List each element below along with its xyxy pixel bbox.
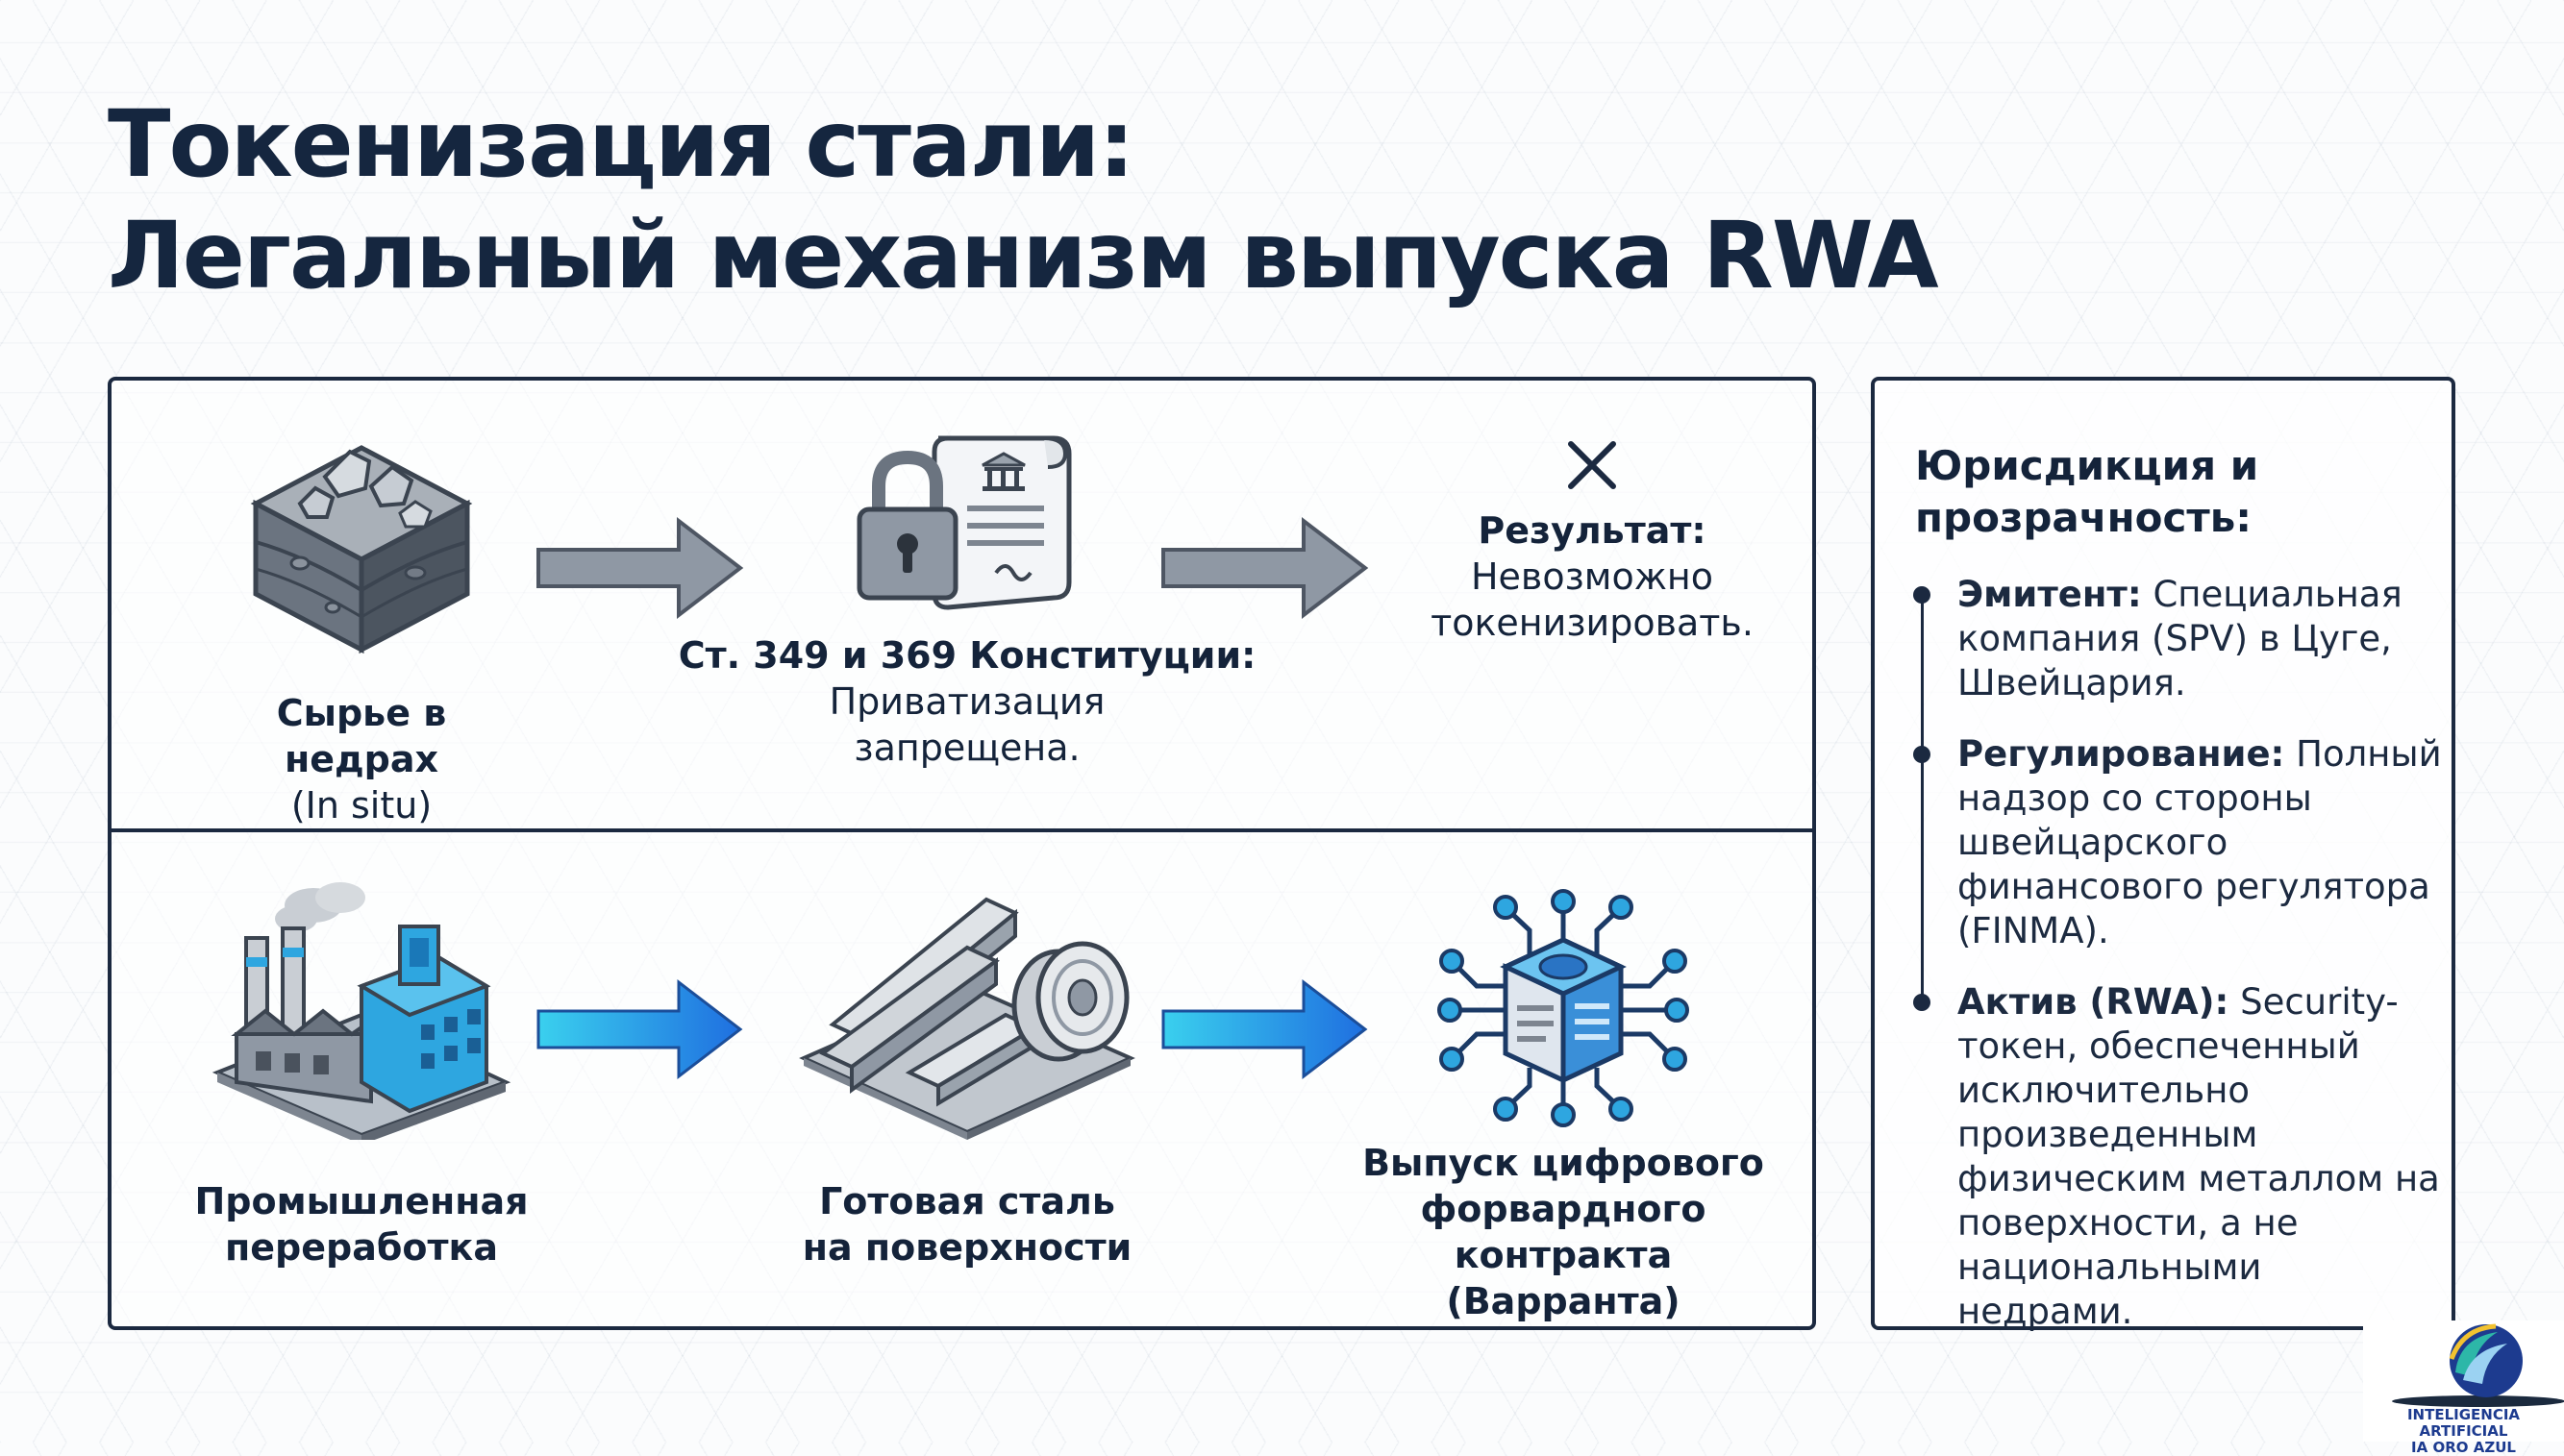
bullet-dot	[1913, 994, 1930, 1011]
regulation-label: Регулирование:	[1957, 733, 2285, 775]
node-warrant-line-1: Выпуск цифрового	[1362, 1142, 1764, 1184]
raw-ore-ground-icon	[250, 445, 473, 654]
node-constitution-title: Ст. 349 и 369 Конституции:	[678, 634, 1257, 677]
node-warrant-line-3: (Варранта)	[1446, 1280, 1680, 1322]
node-result-title: Результат:	[1478, 509, 1706, 552]
node-constitution-line-1: Приватизация	[829, 680, 1106, 723]
node-industrial-line-2: переработка	[225, 1226, 498, 1269]
list-item-asset: Актив (RWA): Security-токен, обеспеченны…	[1913, 980, 2447, 1334]
asset-label: Актив (RWA):	[1957, 981, 2229, 1023]
list-item-regulation: Регулирование: Полный надзор со стороны …	[1913, 732, 2447, 953]
node-result: Результат: Невозможно токенизировать.	[1352, 436, 1832, 646]
node-result-line-2: токенизировать.	[1431, 602, 1754, 644]
issuer-text: Специальная компания (SPV) в Цуге, Швейц…	[1957, 574, 2402, 703]
steel-products-icon	[799, 897, 1135, 1140]
arrow-bottom-2	[1161, 978, 1368, 1080]
node-raw-ore: Сырье в недрах (In situ)	[198, 429, 525, 828]
arrow-bottom-1	[536, 978, 743, 1080]
regulation-text: Полный надзор со стороны швейцарского фи…	[1957, 733, 2442, 951]
jurisdiction-panel: Юрисдикция и прозрачность: Эмитент: Спец…	[1871, 377, 2455, 1332]
arrow-top-2	[1161, 516, 1369, 620]
page-title: Токенизация стали: Легальный механизм вы…	[108, 88, 1939, 311]
node-warrant-line-2: форвардного контракта	[1420, 1188, 1706, 1276]
logo-icon	[2392, 1323, 2564, 1407]
node-industrial-processing: Промышленная переработка	[179, 880, 544, 1271]
logo-text: INTELIGENCIA ARTIFICIAL IA ORO AZUL	[2363, 1407, 2564, 1456]
node-result-line-1: Невозможно	[1470, 555, 1714, 598]
logo-line-2: IA ORO AZUL	[2411, 1439, 2516, 1456]
issuer-label: Эмитент:	[1957, 574, 2142, 615]
x-mark-icon	[1568, 441, 1616, 489]
jurisdiction-title-line-2: прозрачность:	[1915, 494, 2253, 541]
brand-logo: INTELIGENCIA ARTIFICIAL IA ORO AZUL	[2363, 1320, 2564, 1456]
title-line-2: Легальный механизм выпуска RWA	[108, 202, 1939, 309]
blockchain-token-icon	[1437, 889, 1689, 1127]
arrow-top-1	[536, 516, 744, 620]
jurisdiction-title: Юрисдикция и прозрачность:	[1915, 440, 2258, 544]
logo-line-1: INTELIGENCIA ARTIFICIAL	[2406, 1406, 2521, 1440]
node-digital-warrant: Выпуск цифрового форвардного контракта (…	[1323, 880, 1804, 1324]
title-line-1: Токенизация стали:	[108, 90, 1135, 198]
lock-document-icon	[857, 435, 1072, 610]
flow-panel: Сырье в недрах (In situ) Ст. 349 и 36	[108, 377, 1816, 1330]
asset-text: Security-токен, обеспеченный исключитель…	[1957, 981, 2440, 1332]
node-steel-line-2: на поверхности	[802, 1226, 1133, 1269]
node-constitution: Ст. 349 и 369 Конституции: Приватизация …	[660, 429, 1275, 771]
bullet-dot	[1913, 586, 1930, 604]
node-raw-ore-subtitle: (In situ)	[290, 784, 433, 827]
jurisdiction-title-line-1: Юрисдикция и	[1915, 442, 2259, 489]
factory-icon	[212, 882, 511, 1140]
row-divider	[112, 828, 1812, 832]
bullet-dot	[1913, 746, 1930, 763]
node-raw-ore-title: Сырье в недрах	[276, 692, 447, 780]
jurisdiction-list: Эмитент: Специальная компания (SPV) в Цу…	[1913, 573, 2447, 1334]
list-item-issuer: Эмитент: Специальная компания (SPV) в Цу…	[1913, 573, 2447, 705]
node-industrial-line-1: Промышленная	[194, 1180, 529, 1222]
node-constitution-line-2: запрещена.	[854, 727, 1081, 769]
node-finished-steel: Готовая сталь на поверхности	[746, 880, 1188, 1271]
node-steel-line-1: Готовая сталь	[819, 1180, 1115, 1222]
timeline-line	[1921, 594, 1924, 998]
